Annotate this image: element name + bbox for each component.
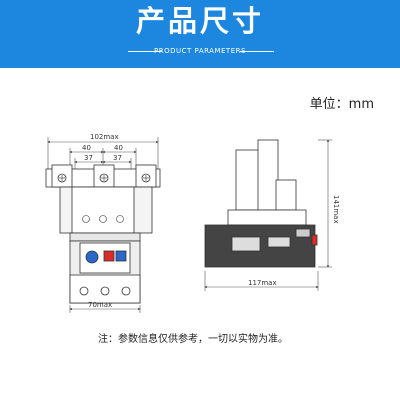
dim-overall-width: 102max — [90, 133, 119, 141]
page-subtitle: PRODUCT PARAMETERS — [154, 47, 246, 55]
dim-side-height: 141max — [332, 195, 340, 224]
dim-inner-right: 37 — [113, 154, 122, 162]
dim-pitch-left: 40 — [82, 144, 91, 152]
front-view: 102max 40 40 37 37 — [45, 133, 161, 313]
dimension-drawing: 102max 40 40 37 37 — [45, 133, 340, 313]
dim-inner-left: 37 — [84, 154, 93, 162]
subtitle-divider-right — [240, 51, 274, 52]
header-banner: 产品尺寸 PRODUCT PARAMETERS — [0, 0, 400, 68]
disclaimer-note: 注：参数信息仅供参考，一切以实物为准。 — [98, 334, 288, 345]
dim-pitch-right: 40 — [114, 144, 123, 152]
side-view: 141max 117max — [204, 139, 340, 291]
page-title: 产品尺寸 — [135, 4, 264, 38]
subtitle-divider-left — [128, 51, 162, 52]
dim-side-length: 117max — [248, 279, 277, 287]
dim-base-width: 70max — [88, 301, 112, 309]
unit-label: 单位：mm — [309, 97, 374, 112]
